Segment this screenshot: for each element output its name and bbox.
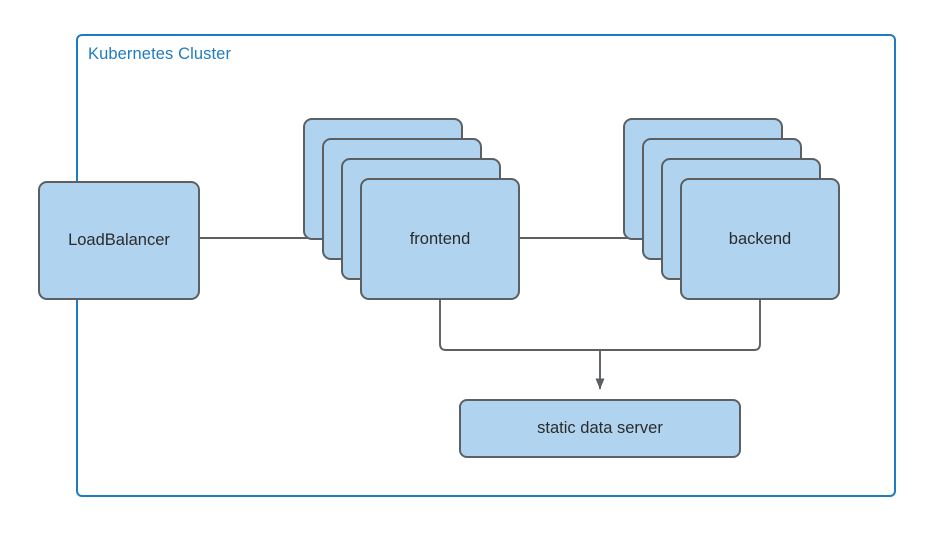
- kubernetes-cluster-label: Kubernetes Cluster: [88, 45, 232, 63]
- node-frontend-label: frontend: [409, 229, 471, 248]
- node-frontend[interactable]: frontend: [360, 178, 520, 300]
- node-loadbalancer-label: LoadBalancer: [68, 231, 170, 249]
- node-backend[interactable]: backend: [680, 178, 840, 300]
- edge-backend-to-staticdata: [600, 300, 761, 351]
- node-backend-label: backend: [728, 229, 792, 248]
- node-static-data-server-label: static data server: [537, 419, 663, 437]
- node-loadbalancer[interactable]: LoadBalancer: [38, 181, 200, 300]
- edge-frontend-to-staticdata: [439, 300, 600, 351]
- node-frontend-stack[interactable]: frontend: [303, 118, 520, 300]
- node-backend-stack[interactable]: backend: [623, 118, 840, 300]
- node-static-data-server[interactable]: static data server: [459, 399, 741, 458]
